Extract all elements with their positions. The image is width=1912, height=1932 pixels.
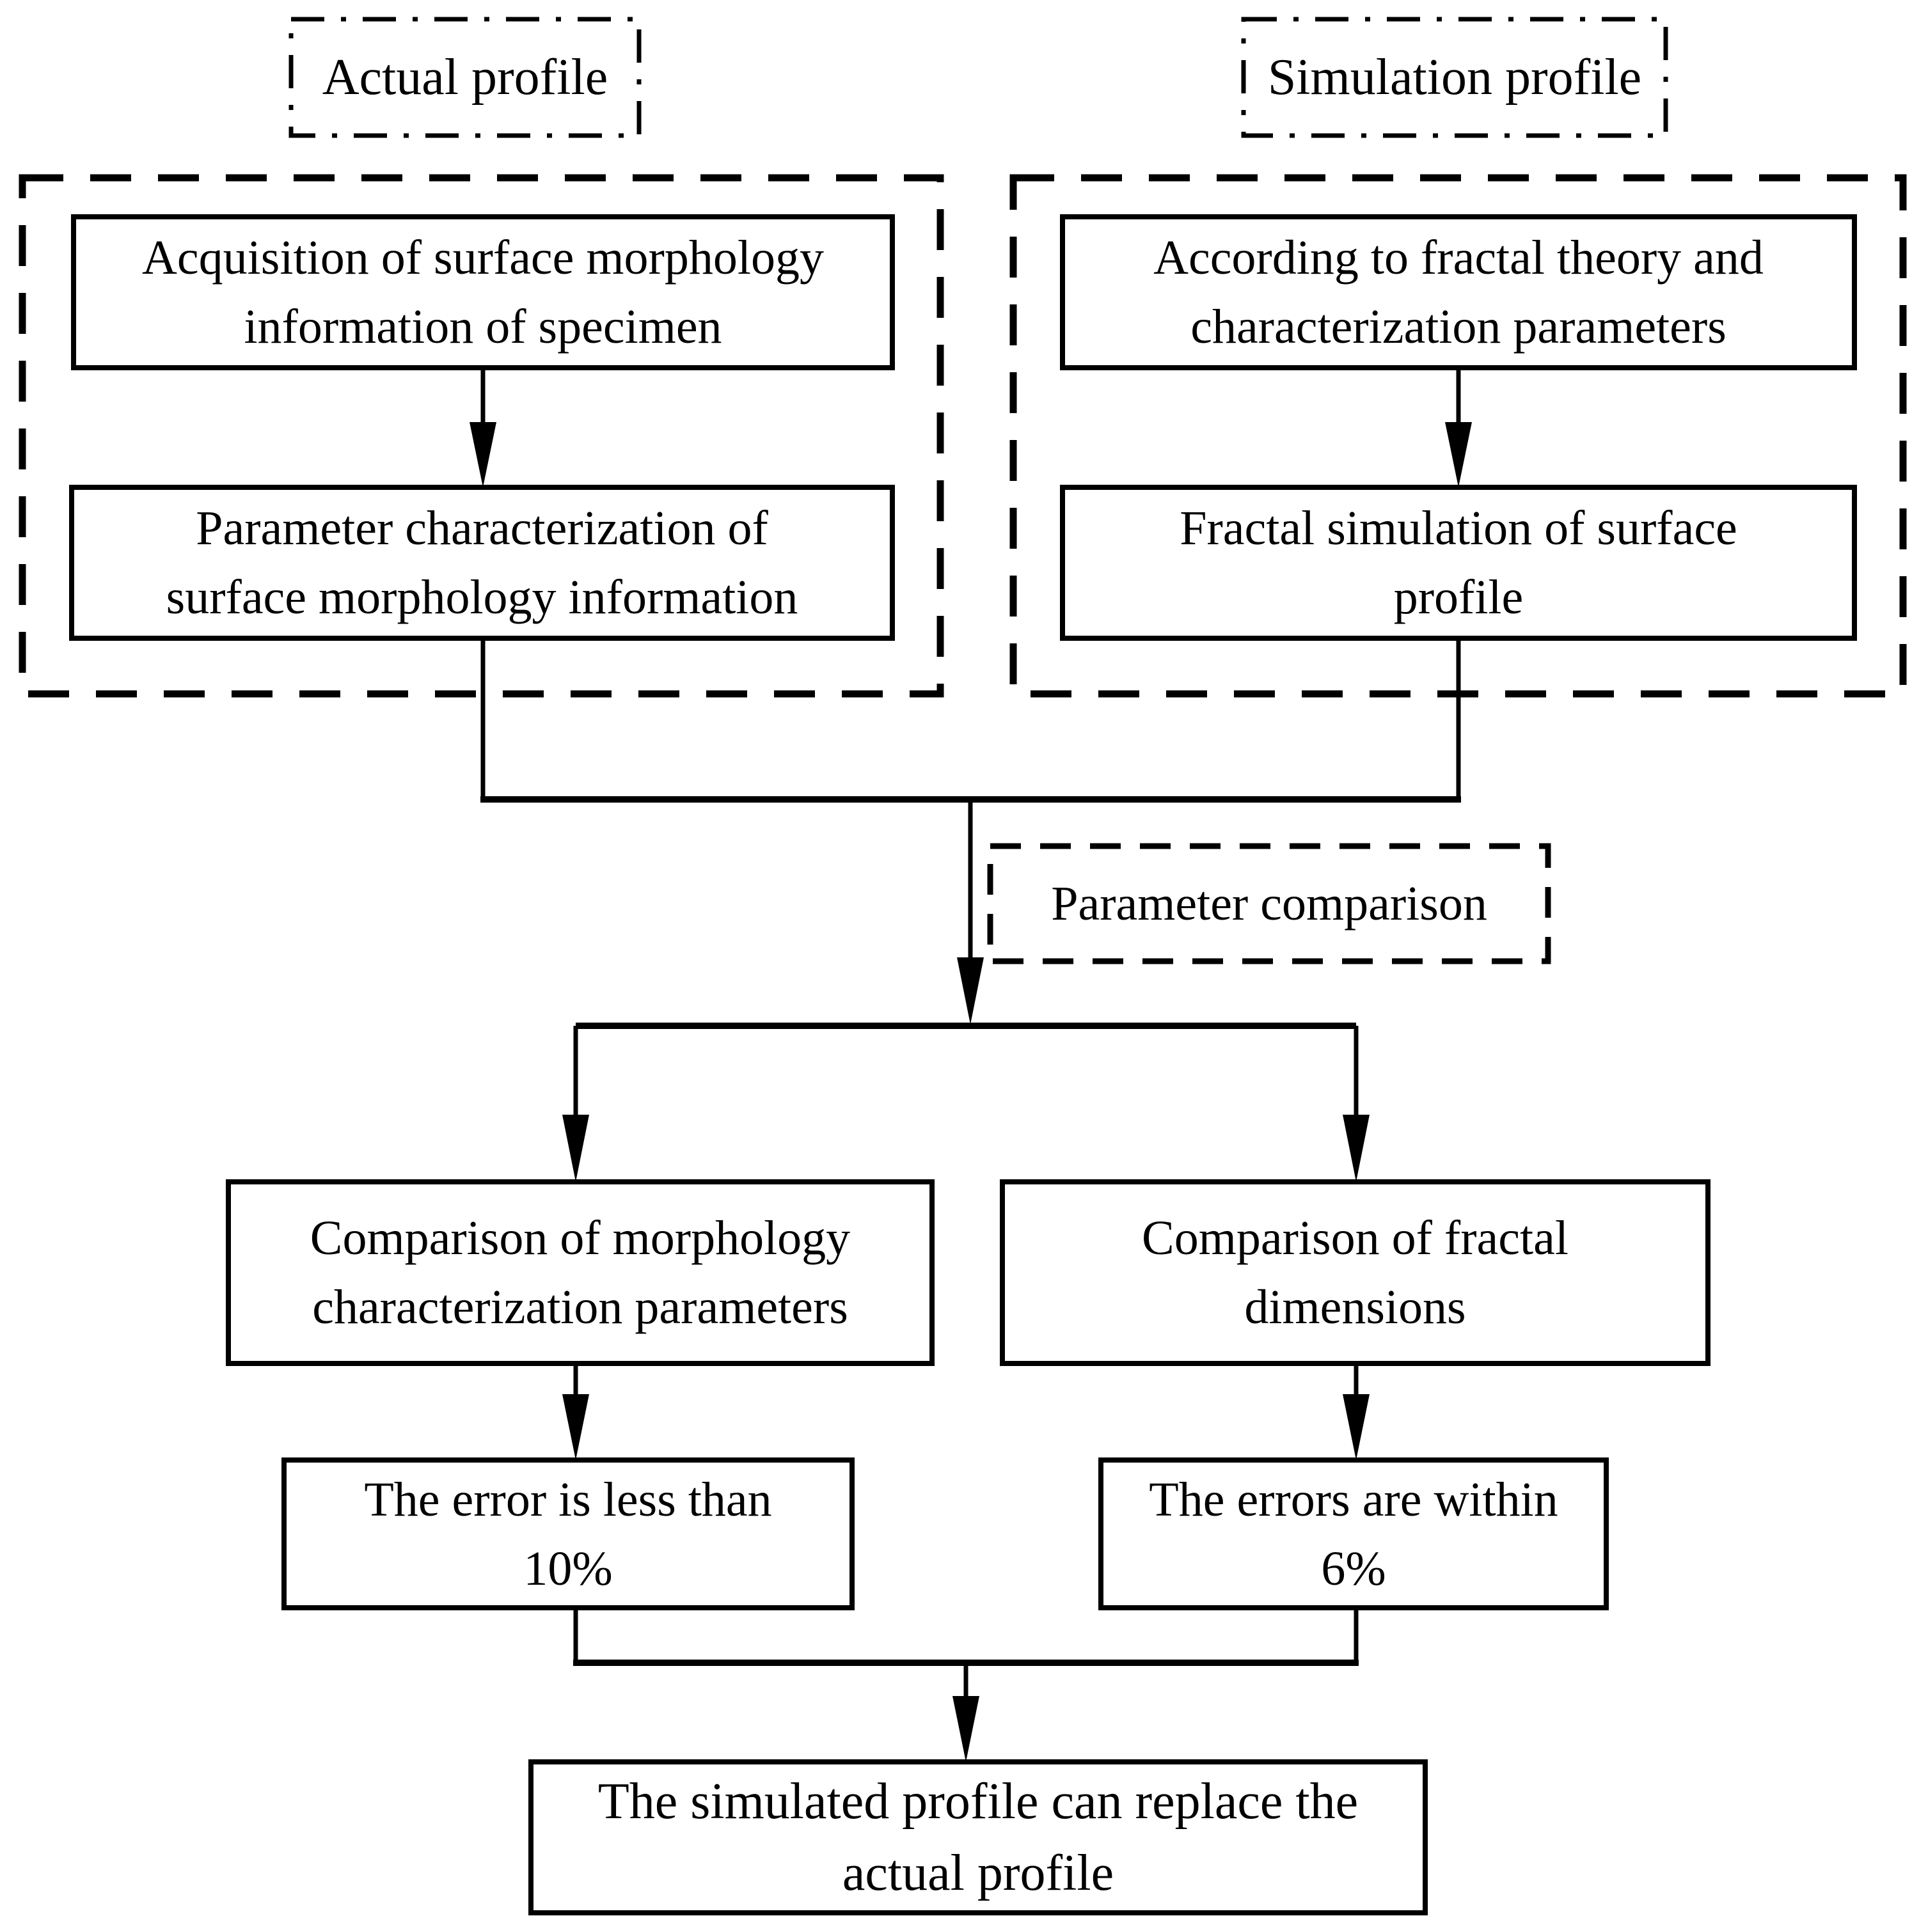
arrowhead-parameter-comparison — [957, 957, 984, 1025]
according-fractal-text-line2: characterization parameters — [1190, 300, 1726, 354]
arrowhead-split-left — [562, 1115, 589, 1182]
comparison-morphology-text-line2: characterization parameters — [312, 1280, 848, 1334]
arrowhead-fractal-to-error — [1343, 1394, 1370, 1460]
conclusion-box: The simulated profile can replace the ac… — [531, 1762, 1425, 1913]
arrowhead-according-to-simulation — [1445, 422, 1472, 487]
according-fractal-text-line1: According to fractal theory and — [1153, 231, 1764, 285]
comparison-fractal-box: Comparison of fractal dimensions — [1002, 1182, 1708, 1363]
errors-within-6-box: The errors are within 6% — [1101, 1460, 1606, 1608]
fractal-simulation-text-line1: Fractal simulation of surface — [1180, 501, 1737, 555]
arrowhead-split-right — [1343, 1115, 1370, 1182]
acquisition-box: Acquisition of surface morphology inform… — [74, 217, 892, 368]
errors-within-6-text-line2: 6% — [1321, 1541, 1386, 1596]
simulation-profile-label: Simulation profile — [1244, 19, 1666, 136]
fractal-simulation-text-line2: profile — [1393, 570, 1524, 624]
comparison-fractal-text-line2: dimensions — [1244, 1280, 1466, 1334]
errors-within-6-text-line1: The errors are within — [1149, 1472, 1558, 1527]
comparison-morphology-box-border — [226, 1179, 935, 1366]
error-less-than-10-text-line2: 10% — [523, 1541, 613, 1596]
param-characterization-box: Parameter characterization of surface mo… — [72, 487, 892, 638]
comparison-fractal-text-line1: Comparison of fractal — [1142, 1211, 1568, 1265]
error-less-than-10-box: The error is less than 10% — [284, 1460, 852, 1608]
conclusion-text-line1: The simulated profile can replace the — [597, 1773, 1359, 1830]
parameter-comparison-dashed-border — [987, 843, 1551, 964]
errors-within-6-box-border — [1098, 1457, 1609, 1610]
parameter-comparison-box: Parameter comparison — [990, 846, 1548, 961]
comparison-morphology-box: Comparison of morphology characterizatio… — [228, 1182, 932, 1363]
param-characterization-text-line1: Parameter characterization of — [196, 501, 768, 555]
conclusion-text-line2: actual profile — [842, 1845, 1114, 1901]
simulation-profile-text: Simulation profile — [1267, 49, 1642, 106]
actual-profile-text: Actual profile — [322, 49, 608, 106]
comparison-morphology-text-line1: Comparison of morphology — [310, 1211, 851, 1265]
arrowhead-acquisition-to-characterization — [470, 422, 496, 487]
parameter-comparison-text: Parameter comparison — [1051, 877, 1487, 931]
actual-profile-dashdot-border — [288, 17, 642, 138]
actual-group-dashed-border — [19, 174, 944, 698]
error-less-than-10-text-line1: The error is less than — [364, 1472, 772, 1527]
fractal-simulation-box: Fractal simulation of surface profile — [1063, 487, 1854, 638]
acquisition-text-line1: Acquisition of surface morphology — [142, 231, 824, 285]
arrowhead-to-conclusion — [952, 1696, 979, 1762]
error-less-than-10-box-border — [281, 1457, 855, 1610]
according-fractal-box: According to fractal theory and characte… — [1063, 217, 1854, 368]
param-characterization-text-line2: surface morphology information — [166, 570, 798, 624]
conclusion-box-border — [528, 1759, 1428, 1915]
arrowhead-morphology-to-error — [562, 1394, 589, 1460]
acquisition-text-line2: information of specimen — [244, 300, 722, 354]
simulation-profile-dashdot-border — [1241, 17, 1668, 138]
actual-profile-label: Actual profile — [291, 19, 639, 136]
